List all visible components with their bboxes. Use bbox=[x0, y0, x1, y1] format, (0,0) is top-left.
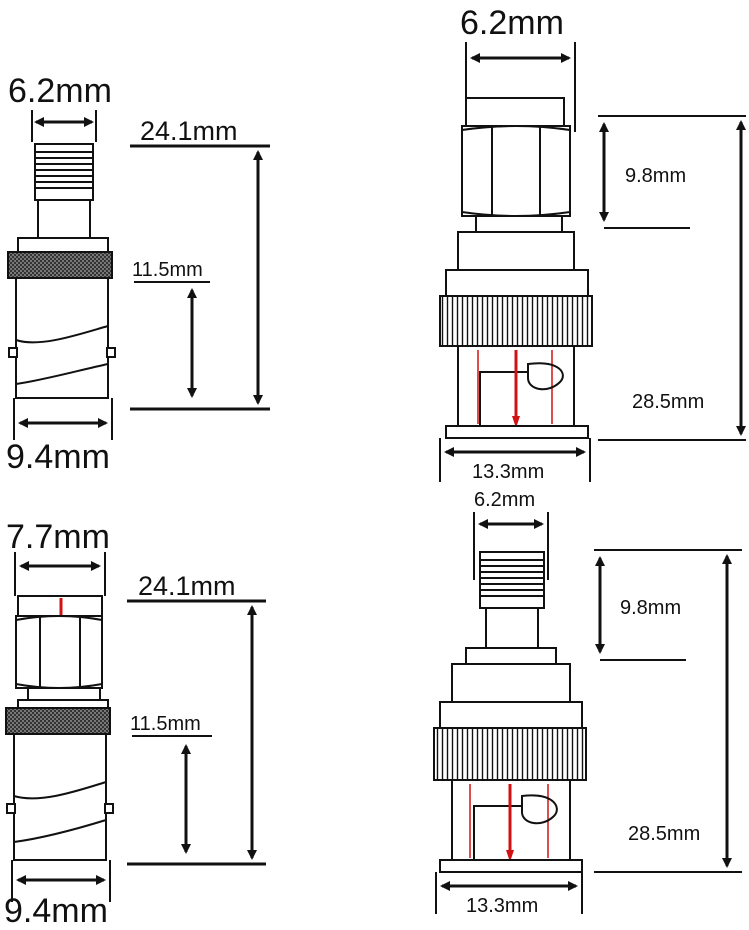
length-label: 24.1mm bbox=[138, 571, 236, 601]
head-label: 9.8mm bbox=[620, 597, 681, 619]
bottom-width-label: 13.3mm bbox=[466, 895, 538, 917]
hex-nut bbox=[15, 595, 103, 689]
connector-top-right: 6.2mm 9.8mm 28.5mm bbox=[439, 4, 746, 483]
ribbed-ring bbox=[433, 727, 587, 781]
bottom-width-label: 9.4mm bbox=[4, 892, 108, 930]
bottom-width-label: 9.4mm bbox=[6, 438, 110, 476]
threaded-barrel bbox=[479, 551, 545, 649]
bottom-width-label: 13.3mm bbox=[472, 461, 544, 483]
connector-bottom-right: 6.2mm 9.8mm 28.5mm bbox=[433, 489, 742, 917]
length-label: 24.1mm bbox=[140, 116, 238, 146]
connector-body bbox=[6, 733, 114, 861]
body-label: 11.5mm bbox=[132, 259, 203, 281]
knurled-ring bbox=[5, 707, 111, 735]
connector-bottom-left: 7.7mm 9.4mm 24.1mm 11 bbox=[4, 518, 266, 930]
threaded-barrel bbox=[34, 143, 94, 239]
top-width-label: 6.2mm bbox=[8, 72, 112, 110]
hex-nut bbox=[461, 97, 571, 217]
body-label: 11.5mm bbox=[130, 713, 201, 735]
connector-body bbox=[8, 277, 116, 399]
top-width-label: 6.2mm bbox=[474, 489, 535, 511]
top-width-label: 7.7mm bbox=[6, 518, 110, 556]
length-label: 28.5mm bbox=[628, 823, 700, 845]
ribbed-ring bbox=[439, 295, 593, 347]
length-label: 28.5mm bbox=[632, 391, 704, 413]
top-width-label: 6.2mm bbox=[460, 4, 564, 42]
head-label: 9.8mm bbox=[625, 165, 686, 187]
knurled-ring bbox=[7, 251, 113, 279]
connector-top-left: 6.2mm 9.4mm 24.1mm bbox=[6, 72, 270, 476]
